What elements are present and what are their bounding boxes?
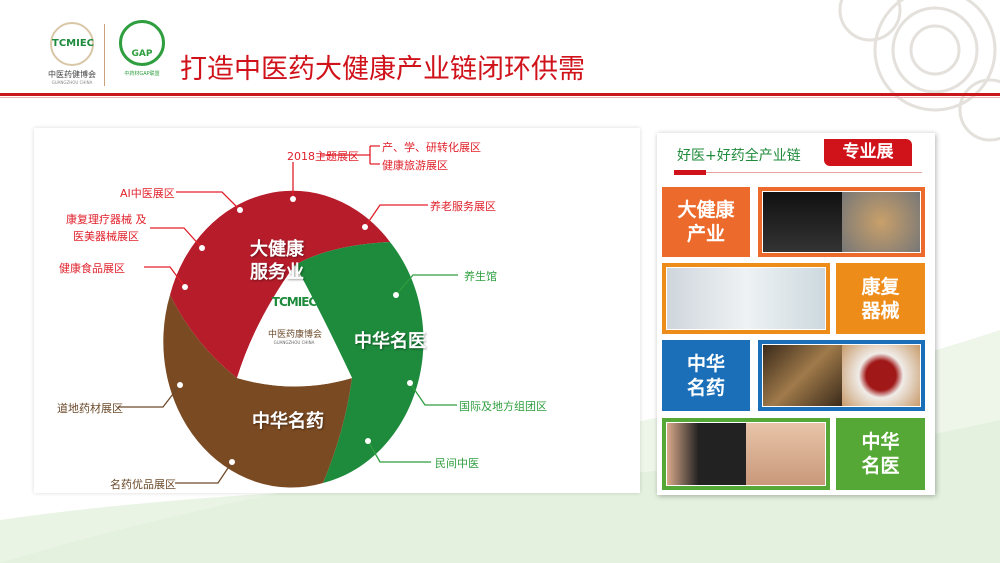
page-title: 打造中医药大健康产业链闭环供需 (180, 54, 585, 85)
panel-rule (675, 172, 922, 173)
label-theme-sub1: 产、学、研转化展区 (382, 141, 481, 154)
logo-text: 中医药健博会 (48, 70, 96, 79)
health-products-image (758, 187, 925, 257)
label-theme: 2018主题展区 (287, 150, 359, 163)
segment-famous-medicine (163, 295, 352, 488)
segment-famous-doctors (295, 242, 424, 483)
label-rehab-2: 医美器械展区 (73, 230, 139, 243)
gap-sub: 中药材GAP联盟 (124, 71, 160, 77)
label-theme-sub2: 健康旅游展区 (382, 159, 448, 172)
professional-expo-tab: 专业展 (824, 139, 912, 166)
segment-health-service (170, 190, 390, 378)
acupuncture-image (662, 418, 830, 490)
label-ai: AI中医展区 (120, 187, 175, 200)
center-area (237, 265, 352, 387)
label-wellness: 养生馆 (464, 270, 497, 283)
label-famous-products: 名药优品展区 (110, 478, 176, 491)
gap-logo: GAP 中药材GAP联盟 (112, 20, 172, 90)
label-elderly: 养老服务展区 (430, 200, 496, 213)
connector-dots (177, 196, 413, 465)
label-intl: 国际及地方组团区 (459, 400, 547, 413)
label-authentic: 道地药材展区 (57, 402, 123, 415)
cloud-pattern-icon (838, 0, 1000, 142)
segment-label-health-service: 大健康服务业 (250, 239, 304, 283)
panel-heading: 好医+好药全产业链 (677, 148, 801, 164)
gap-mark: GAP (119, 20, 165, 66)
logo-mark: TCMIEC (50, 22, 94, 66)
label-rehab-1: 康复理疗器械 及 (66, 213, 147, 226)
tile-rehab-equipment: 康复器械 (836, 263, 925, 334)
tcmiec-logo: TCMIEC 中医药健博会 GUANGZHOU CHINA (44, 22, 100, 88)
logo-divider (104, 24, 105, 86)
panel-rule-accent (674, 170, 706, 175)
title-rule-thin (0, 97, 1000, 98)
title-rule (0, 93, 1000, 96)
medical-equipment-image (662, 263, 830, 334)
label-folk: 民间中医 (435, 457, 479, 470)
segment-label-famous-doctors: 中华名医 (354, 331, 426, 352)
logo-sub: GUANGZHOU CHINA (51, 80, 93, 85)
tile-famous-doctors: 中华名医 (836, 418, 925, 490)
tile-health-industry: 大健康产业 (662, 187, 750, 257)
tile-famous-medicine: 中华名药 (662, 340, 750, 411)
herbal-medicine-image (758, 340, 925, 411)
label-food: 健康食品展区 (59, 262, 125, 275)
center-logo: TCMIEC 中医药康博会 GUANGZHOU CHINA (268, 295, 323, 345)
segment-label-famous-medicine: 中华名药 (252, 411, 324, 432)
